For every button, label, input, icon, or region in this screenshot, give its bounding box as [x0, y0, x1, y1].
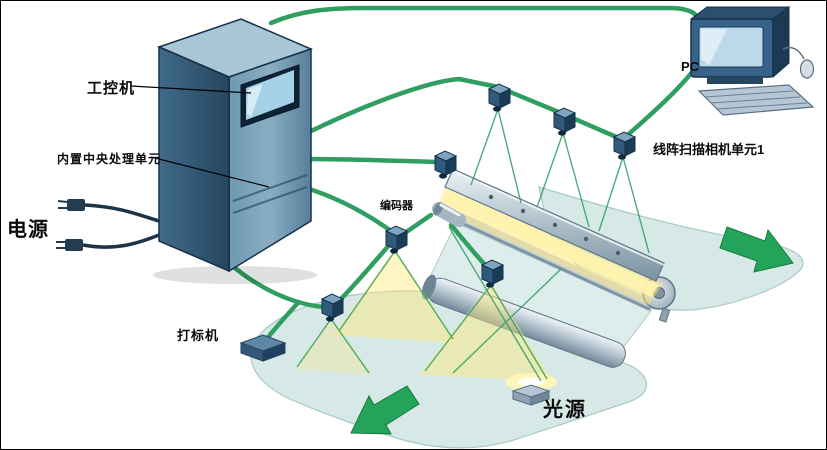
pc-keyboard: [697, 84, 815, 116]
line-scan-camera-1: [488, 83, 511, 113]
power-plug: [57, 199, 85, 211]
encoder-device: [432, 202, 466, 227]
pc-monitor: [689, 6, 791, 84]
cabinet-screen: [240, 64, 300, 128]
cable-cabinet-to-camera7: [226, 260, 326, 310]
label-pointer-line: [130, 85, 252, 94]
fabric-sheet-bottom: [250, 290, 648, 449]
light-bar: [444, 168, 665, 282]
cable-camera7-to-camera5: [334, 240, 394, 306]
main-roller: [421, 274, 626, 368]
scan-lines: [296, 108, 650, 382]
web-direction-arrows: [350, 226, 794, 435]
cable-cabinet-to-pc: [268, 5, 704, 31]
pc-workstation: [689, 6, 815, 116]
cabinet-vents: [232, 174, 308, 214]
label-pc: PC: [681, 59, 700, 74]
cable-cabinet-to-beam-camera: [304, 156, 440, 165]
illumination-glow: [437, 187, 663, 305]
label-marking-machine: 打标机: [177, 328, 220, 343]
label-industrial-pc: 工控机: [87, 80, 136, 97]
cable-cabinet-to-camera5: [300, 184, 394, 234]
light-source-mount: [511, 384, 551, 406]
label-power: 电源: [7, 219, 49, 241]
power-cord: [84, 203, 160, 223]
label-pointer-lines: [130, 85, 270, 188]
label-cpu-unit: 内置中央处理单元: [57, 152, 162, 166]
power-cord: [82, 233, 160, 249]
label-light-source: 光源: [543, 399, 587, 421]
web-direction-arrow-left: [350, 385, 420, 435]
pc-mouse: [782, 46, 815, 79]
line-scan-camera-2: [553, 107, 576, 137]
web-direction-arrow-right: [719, 226, 794, 273]
line-scan-camera-3: [613, 131, 636, 161]
cable-camera-bus: [304, 76, 624, 142]
cable-pc-to-cameras: [620, 68, 696, 142]
marking-machine-device: [239, 334, 287, 362]
power-plug: [56, 239, 83, 251]
light-cones: [295, 249, 557, 391]
label-pointer-line: [150, 156, 270, 188]
label-line-camera-unit: 线阵扫描相机单元1: [653, 142, 765, 157]
inspection-camera-left: [385, 225, 408, 255]
power-supply: [56, 199, 160, 251]
label-encoder: 编码器: [380, 200, 413, 212]
industrial-computer-cabinet: [153, 18, 317, 284]
